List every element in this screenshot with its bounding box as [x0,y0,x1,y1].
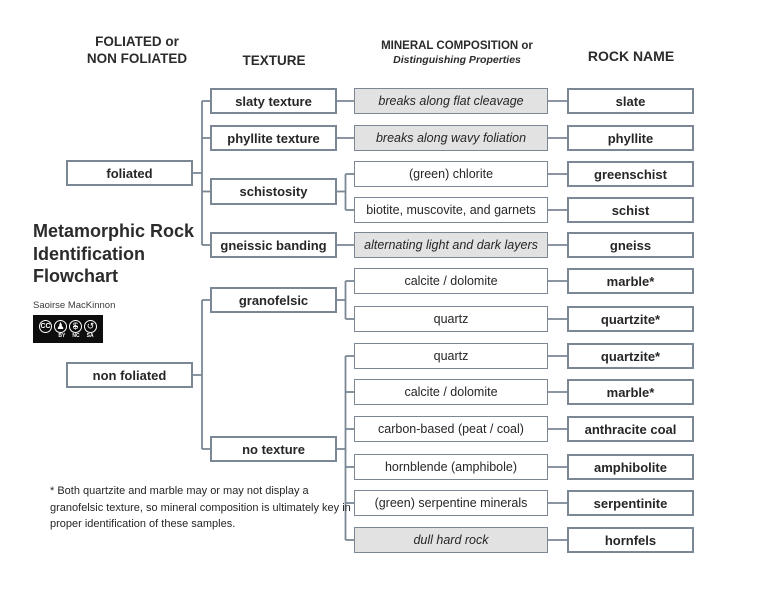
rock-box: phyllite [567,125,694,151]
mineral-box: breaks along wavy foliation [354,125,548,151]
mineral-label: breaks along wavy foliation [375,131,527,145]
header-foliation-line2: NON FOLIATED [86,51,188,66]
cc-label-sa: SA [86,332,94,339]
rock-box: quartzite* [567,343,694,369]
rock-label: marble* [606,273,655,289]
mineral-box: carbon-based (peat / coal) [354,416,548,442]
sa-arrow-icon: ↺ [84,319,97,333]
by-person-icon: ♟ [54,319,67,333]
mineral-box: calcite / dolomite [354,379,548,405]
rock-label: slate [615,93,646,109]
mineral-label: breaks along flat cleavage [378,94,524,108]
rock-box: amphibolite [567,454,694,480]
texture-box-phyllite: phyllite texture [210,125,337,151]
rock-box: slate [567,88,694,114]
cc-label-by: BY [58,332,66,339]
rock-box: greenschist [567,161,694,187]
texture-label: phyllite texture [227,130,320,146]
mineral-box: hornblende (amphibole) [354,454,548,480]
rock-label: marble* [606,384,655,400]
mineral-label: (green) serpentine minerals [374,496,528,510]
texture-label: slaty texture [235,93,312,109]
rock-label: serpentinite [593,495,668,511]
nc-no-dollar-icon: $ [69,319,82,333]
texture-box-gneissic-banding: gneissic banding [210,232,337,258]
mineral-box: alternating light and dark layers [354,232,548,258]
cc-license-labels: BY NC SA [58,332,94,339]
mineral-label: biotite, muscovite, and garnets [366,203,536,217]
non-foliated-box: non foliated [66,362,193,388]
mineral-box: quartz [354,306,548,332]
rock-box: serpentinite [567,490,694,516]
rock-label: greenschist [594,166,667,182]
foliated-box: foliated [66,160,193,186]
header-foliation-line1: FOLIATED or [95,34,179,49]
rock-box: hornfels [567,527,694,553]
mineral-box: dull hard rock [354,527,548,553]
texture-box-granofelsic: granofelsic [210,287,337,313]
rock-label: quartzite* [600,311,661,327]
non-foliated-label: non foliated [92,367,167,383]
title-line1: Metamorphic Rock [33,221,195,241]
mineral-label: (green) chlorite [408,167,494,181]
mineral-label: dull hard rock [413,533,489,547]
texture-box-no-texture: no texture [210,436,337,462]
mineral-box: (green) serpentine minerals [354,490,548,516]
mineral-box: quartz [354,343,548,369]
rock-box: anthracite coal [567,416,694,442]
header-mineral-composition: MINERAL COMPOSITION or Distinguishing Pr… [352,40,562,67]
texture-label: schistosity [239,184,308,199]
mineral-label: quartz [433,312,469,326]
mineral-label: hornblende (amphibole) [384,460,518,474]
mineral-box: breaks along flat cleavage [354,88,548,114]
texture-label: granofelsic [238,292,309,308]
header-mineral-line1: MINERAL COMPOSITION or [381,40,533,52]
mineral-label: quartz [433,349,469,363]
mineral-box: calcite / dolomite [354,268,548,294]
texture-box-slaty: slaty texture [210,88,337,114]
mineral-label: alternating light and dark layers [364,238,538,252]
header-rock-name: ROCK NAME [587,48,675,64]
title-line2: Identification [33,243,145,264]
rock-box: marble* [567,268,694,294]
rock-box: schist [567,197,694,223]
rock-label: amphibolite [594,459,667,475]
texture-label: no texture [242,441,305,457]
rock-label: anthracite coal [584,421,677,437]
page-title: Metamorphic Rock Identification Flowchar… [33,220,194,288]
rock-label: quartzite* [600,348,661,364]
title-line3: Flowchart [33,266,119,286]
rock-label: phyllite [607,130,654,146]
cc-label-nc: NC [72,332,80,339]
header-texture: TEXTURE [242,53,306,68]
cc-icon: CC [39,319,52,333]
mineral-box: (green) chlorite [354,161,548,187]
footnote: * Both quartzite and marble may or may n… [50,485,351,530]
cc-license-icons: CC ♟ $ ↺ [39,319,97,333]
mineral-label: calcite / dolomite [404,274,498,288]
author-credit: Saoirse MacKinnon [33,300,116,311]
texture-label: gneissic banding [220,237,327,253]
rock-box: gneiss [567,232,694,258]
mineral-label: carbon-based (peat / coal) [378,422,524,436]
rock-label: gneiss [609,237,652,253]
rock-label: hornfels [604,532,657,548]
rock-box: quartzite* [567,306,694,332]
rock-label: schist [611,202,650,218]
texture-box-schistosity: schistosity [210,178,337,205]
rock-box: marble* [567,379,694,405]
header-mineral-line2: Distinguishing Properties [393,53,521,66]
mineral-box: biotite, muscovite, and garnets [354,197,548,223]
foliated-label: foliated [106,165,153,181]
mineral-label: calcite / dolomite [404,385,498,399]
cc-license-badge: CC ♟ $ ↺ BY NC SA [33,315,103,343]
header-foliation: FOLIATED or NON FOLIATED [57,33,217,67]
